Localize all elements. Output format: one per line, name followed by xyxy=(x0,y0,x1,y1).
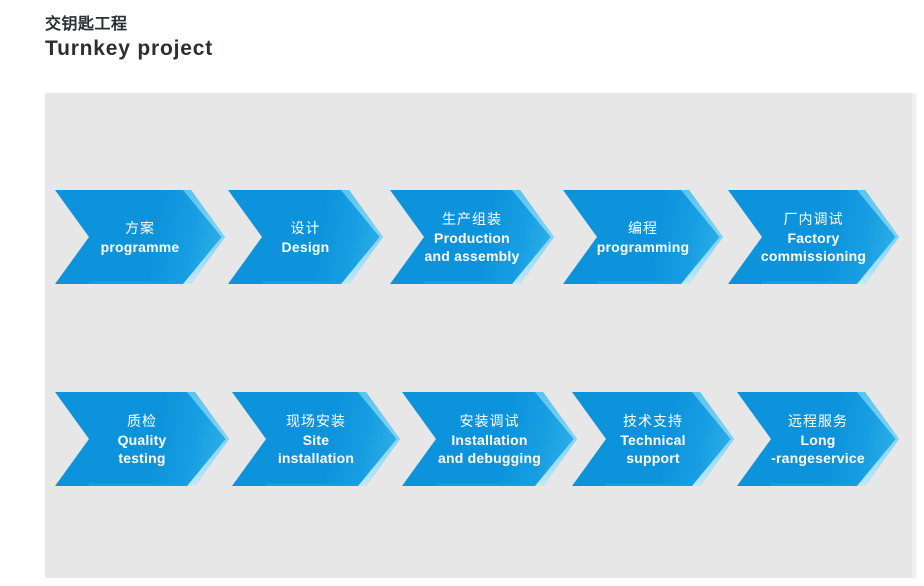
chevron-bottom-highlight xyxy=(606,483,694,486)
chevron-bottom-highlight xyxy=(436,483,537,486)
page-title-cn: 交钥匙工程 xyxy=(45,16,128,33)
chevron-bottom-highlight xyxy=(424,281,514,284)
diagram-panel xyxy=(45,93,914,578)
chevron-bottom-highlight xyxy=(771,483,859,486)
page-title-en: Turnkey project xyxy=(45,37,213,60)
diagram-panel-edge xyxy=(912,93,916,578)
chevron-bottom-highlight xyxy=(89,281,185,284)
chevron-bottom-highlight xyxy=(262,281,343,284)
page-title: 交钥匙工程 Turnkey project xyxy=(45,14,645,62)
chevron-shape xyxy=(228,190,383,284)
chevron-bottom-highlight xyxy=(762,281,859,284)
chevron-bottom-highlight xyxy=(597,281,683,284)
chevron-bottom-highlight xyxy=(266,483,360,486)
chevron-bottom-highlight xyxy=(89,483,189,486)
